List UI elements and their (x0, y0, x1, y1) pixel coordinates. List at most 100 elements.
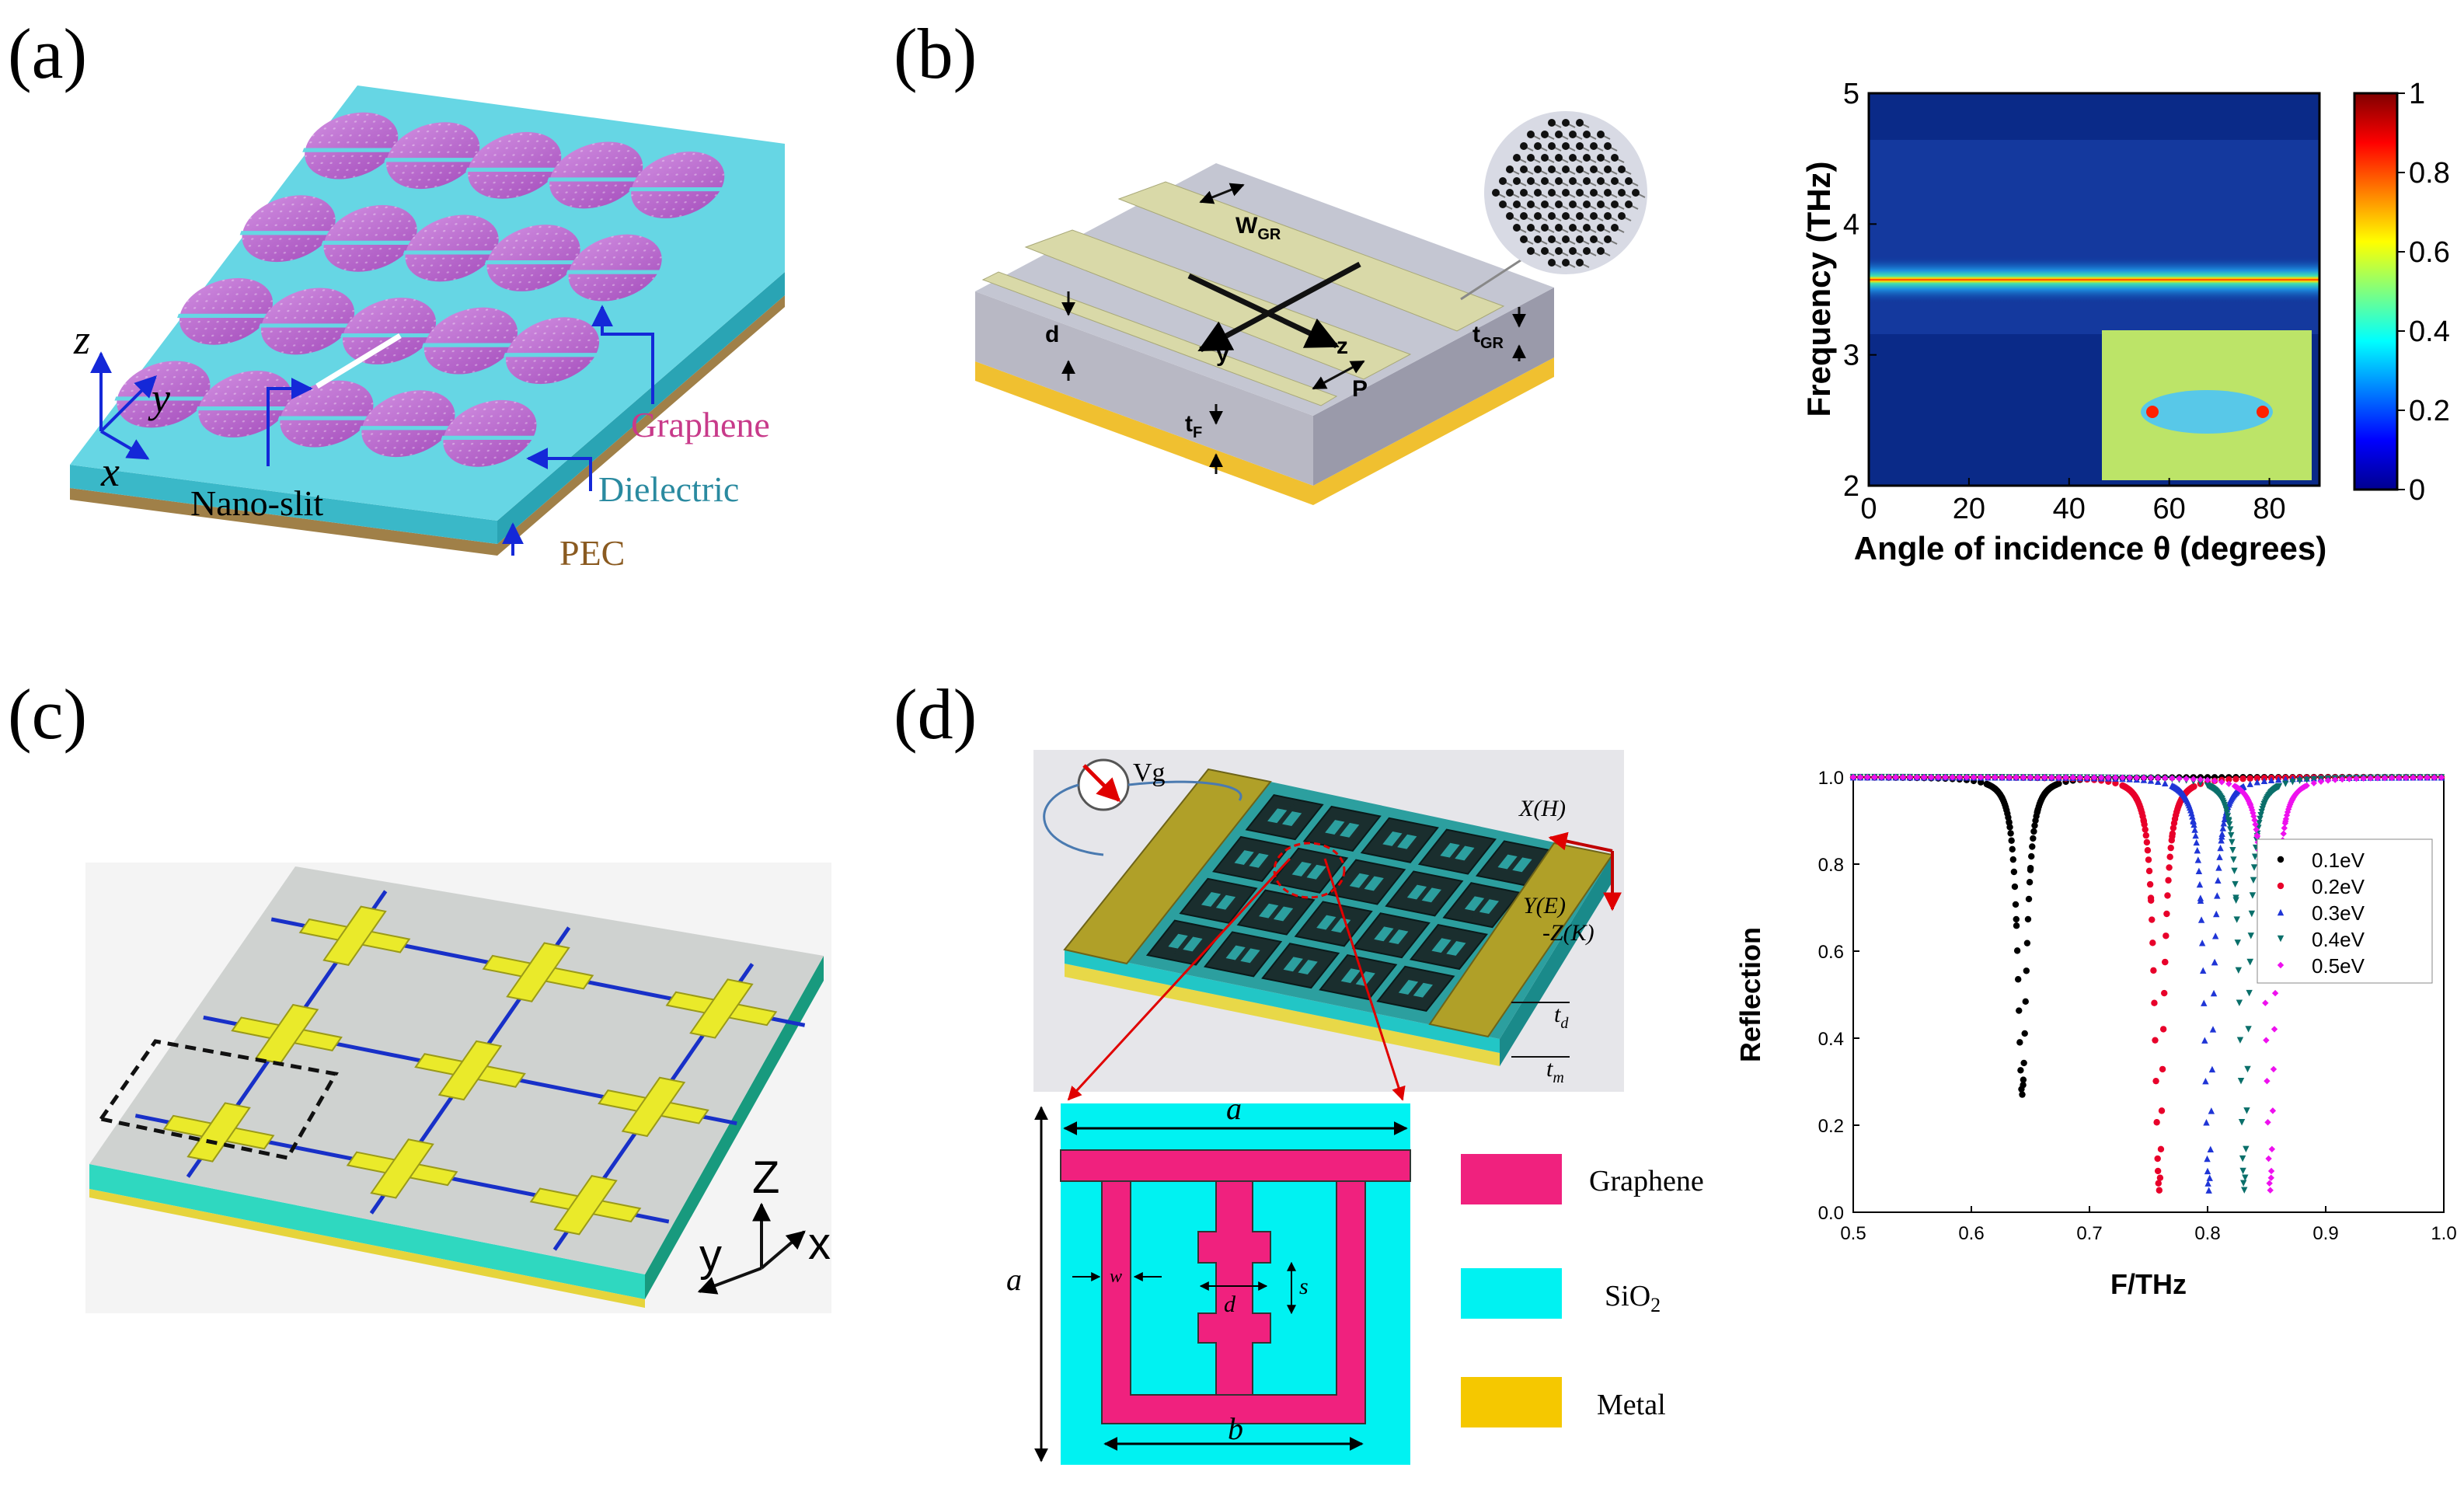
reflection-point (1906, 773, 1914, 781)
disk-texture (505, 317, 600, 385)
lattice-atom (1541, 154, 1549, 162)
panel-a-pec-layer (70, 295, 785, 556)
reflection-point (2146, 880, 2154, 888)
panel-c-axis-x (760, 1230, 806, 1270)
reflection-point (2023, 939, 2031, 946)
lattice-atom (1576, 189, 1584, 197)
heatmap-ytick-label: 2 (1843, 470, 1859, 503)
reflection-point (2250, 864, 2258, 871)
lattice-atom (1625, 177, 1633, 185)
reflection-point (2149, 916, 2156, 923)
reflection-ytick-label: 0.0 (1818, 1203, 1844, 1224)
heatmap-background-glow (1869, 140, 2319, 334)
reflection-point (2048, 774, 2055, 781)
reflection-point (2152, 1037, 2159, 1044)
reflection-point (2013, 947, 2021, 954)
reflection-point (2153, 1119, 2160, 1126)
reflection-point (1871, 773, 1878, 781)
lattice-atom (1527, 177, 1535, 185)
disk-nano-slit (196, 406, 291, 411)
reflection-point (2161, 989, 2168, 997)
reflection-point (2149, 939, 2156, 946)
reflection-point (2236, 999, 2243, 1006)
lattice-atom (1555, 177, 1563, 185)
graphene-disk (566, 234, 662, 302)
reflection-point (2191, 826, 2198, 833)
disk-texture (568, 234, 662, 302)
reflection-point (2225, 821, 2233, 828)
reflection-point (1928, 773, 1935, 781)
panel-d-zoom-line-right (1323, 858, 1406, 1101)
reflection-point (2008, 837, 2015, 844)
reflection-point (2140, 774, 2148, 782)
reflection-point (2204, 1155, 2211, 1163)
disk-nano-slit (441, 435, 536, 440)
panel-b-graphene-lattice (1492, 119, 1646, 268)
lattice-atom (1527, 131, 1535, 138)
panel-a-axis-y (99, 375, 157, 433)
reflection-point (2198, 939, 2206, 946)
device-unit-cell-stem (1207, 887, 1230, 915)
reflection-point (2009, 856, 2017, 863)
disk-texture (549, 141, 643, 209)
lattice-atom (1555, 154, 1563, 162)
lattice-atom (1513, 177, 1521, 185)
disk-texture (305, 112, 399, 180)
panel-a-graphene-disks (114, 112, 725, 467)
reflection-point (2031, 822, 2038, 829)
panel-b-ribbon-2 (1117, 181, 1505, 332)
panel-b-wgr-label: WGR (1235, 213, 1281, 243)
lattice-atom (1506, 189, 1514, 197)
reflection-point (2055, 774, 2062, 781)
lattice-atom (1555, 131, 1563, 138)
reflection-point (1856, 773, 1864, 781)
panel-c-grid (134, 890, 806, 1251)
reflection-point (2218, 779, 2225, 786)
reflection-point (2190, 776, 2197, 783)
device-unit-cell-stem (1240, 845, 1263, 873)
lattice-atom (1597, 247, 1605, 255)
reflection-point (2021, 1030, 2028, 1037)
lattice-atom (1506, 166, 1514, 173)
reflection-point (2275, 776, 2282, 783)
reflection-point (1942, 773, 1949, 781)
reflection-point (2219, 824, 2226, 831)
legend-label-metal: Metal (1597, 1389, 1666, 1421)
reflection-point (2253, 775, 2261, 782)
panel-c-axis-x-label: x (808, 1218, 831, 1269)
lattice-atom (1597, 177, 1605, 185)
reflection-point (2388, 774, 2396, 782)
lattice-atom (1597, 154, 1605, 162)
colorbar-tick-label: 0 (2409, 474, 2425, 507)
reflection-point (2250, 877, 2257, 884)
reflection-point (2262, 999, 2269, 1006)
unit-cell-top-bar (1060, 1149, 1411, 1182)
reflection-point (2264, 1077, 2271, 1085)
disk-nano-slit (547, 177, 643, 182)
reflection-point (2246, 775, 2253, 783)
lattice-atom (1569, 177, 1577, 185)
device-unit-cell-stem (1232, 940, 1254, 967)
reflection-point (2027, 864, 2034, 872)
reflection-point (2022, 998, 2029, 1006)
reflection-ytick-label: 1.0 (1818, 768, 1844, 789)
panel-d-zoom-line-left (1067, 857, 1291, 1101)
disk-nano-slit (340, 333, 435, 338)
disk-texture (468, 131, 562, 199)
lattice-atom (1513, 154, 1521, 162)
reflection-point (2170, 824, 2177, 831)
reflection-point (2232, 880, 2239, 888)
unit-cell-a-top-label: a (1226, 1091, 1242, 1126)
lattice-atom (1583, 200, 1591, 208)
reflection-point (2245, 1026, 2252, 1033)
reflection-xtick-label: 1.0 (2431, 1223, 2456, 1244)
lattice-atom (1576, 259, 1584, 267)
unit-cell-d-label: d (1224, 1292, 1236, 1317)
legend-swatch-sio2 (1461, 1268, 1562, 1319)
panel-a-axis-z-label: z (73, 316, 90, 363)
reflection-point (2112, 774, 2119, 781)
graphene-disk (547, 141, 643, 209)
heatmap-band (1869, 256, 2319, 303)
reflection-xtick-label: 0.7 (2076, 1223, 2102, 1244)
device-unit-cell-stem (1438, 933, 1460, 960)
